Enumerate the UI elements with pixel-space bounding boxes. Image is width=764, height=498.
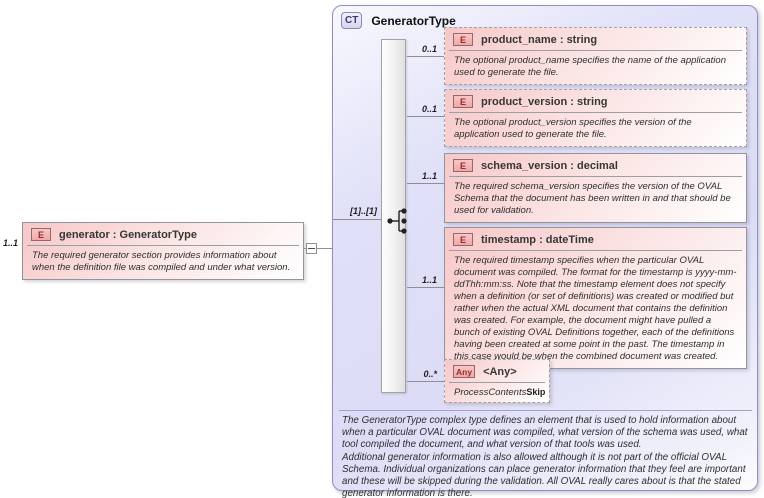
connector-line [407,183,444,184]
element-description: The required timestamp specifies when th… [454,255,737,362]
element-header: E schema_version : decimal [445,154,746,174]
complex-type-icon: CT [341,12,363,29]
complex-type-annotation: The GeneratorType complex type defines a… [342,415,752,498]
complex-type-panel: CT GeneratorType [1]..[1] 0..1 0..1 1..1… [332,5,758,498]
element-header: E product_name : string [445,28,746,48]
complex-type-header: CT GeneratorType [341,12,456,29]
element-title: timestamp : dateTime [481,233,594,246]
element-description: The required schema_version specifies th… [454,181,731,216]
divider [27,245,299,246]
root-cardinality-label: 1..1 [3,238,19,248]
process-contents-value: Skip [526,387,546,397]
element-box-product-name[interactable]: E product_name : string The optional pro… [444,27,747,85]
element-title: product_version : string [481,95,608,108]
element-title: generator : GeneratorType [59,228,197,241]
element-box-generator[interactable]: E generator : GeneratorType The required… [22,222,304,280]
element-box-product-version[interactable]: E product_version : string The optional … [444,89,747,147]
divider [449,50,742,51]
annotation-paragraph: Additional generator information is also… [342,451,746,498]
element-icon: E [31,228,51,241]
element-icon: E [453,159,473,172]
element-header: E product_version : string [445,90,746,110]
complex-type-title: GeneratorType [371,13,456,28]
connector-line [407,116,444,117]
connector-line [407,381,444,382]
cardinality-label-any: 0..* [423,369,437,379]
cardinality-label-product-name: 0..1 [421,44,437,54]
any-icon: Any [453,365,476,378]
process-contents-label: ProcessContents [454,387,527,398]
element-header: E generator : GeneratorType [23,223,303,243]
cardinality-label-timestamp: 1..1 [421,275,437,285]
element-header: E timestamp : dateTime [445,228,746,248]
element-title: schema_version : decimal [481,159,618,172]
element-title: <Any> [483,365,517,378]
sequence-cardinality-label: [1]..[1] [350,206,377,216]
footer-divider [339,410,752,411]
process-contents-row: ProcessContents Skip [445,383,549,402]
divider [449,176,742,177]
element-description: The optional product_name specifies the … [454,55,726,78]
connector-line [304,248,332,249]
element-box-timestamp[interactable]: E timestamp : dateTime The required time… [444,227,747,369]
connector-line [407,287,444,288]
connector-line [333,219,382,220]
element-icon: E [453,233,473,246]
divider [449,250,742,251]
collapse-minus-icon[interactable] [306,243,317,254]
element-description: The required generator section provides … [32,250,291,273]
element-box-any[interactable]: Any <Any> ProcessContents Skip [444,359,550,403]
sequence-icon [387,208,407,234]
minus-glyph [308,248,315,249]
element-header: Any <Any> [445,360,549,380]
divider [449,112,742,113]
element-description: The optional product_version specifies t… [454,117,692,140]
sequence-spine [381,39,406,393]
element-icon: E [453,33,473,46]
cardinality-label-schema-version: 1..1 [421,171,437,181]
annotation-paragraph: The GeneratorType complex type defines a… [342,415,748,451]
element-box-schema-version[interactable]: E schema_version : decimal The required … [444,153,747,223]
cardinality-label-product-version: 0..1 [421,104,437,114]
divider [449,382,545,383]
element-title: product_name : string [481,33,598,46]
connector-line [407,56,444,57]
element-icon: E [453,95,473,108]
